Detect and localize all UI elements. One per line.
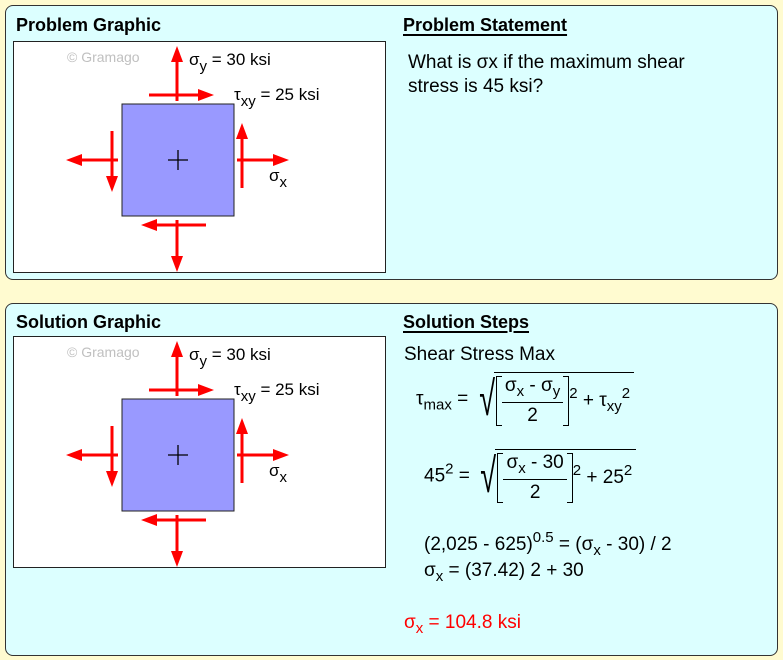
- shear-arrow-right-head: [236, 123, 248, 139]
- eq2-lhs: 45: [424, 465, 446, 487]
- answer: σx = 104.8 ksi: [404, 612, 521, 637]
- sigma-x-arrow-right-head: [273, 154, 289, 166]
- watermark: © Gramago: [67, 49, 140, 65]
- problem-graphic-title: Problem Graphic: [16, 15, 162, 35]
- sigma-y-arrow-top-head: [171, 341, 183, 357]
- eq2-lhs-exp: 2: [445, 460, 454, 478]
- tau-symbol: τ: [416, 388, 424, 410]
- sigma-y-label: σy = 30 ksi: [189, 50, 271, 75]
- sigma-x-arrow-left-head: [66, 449, 82, 461]
- solution-steps-title: Solution Steps: [403, 312, 529, 332]
- problem-statement-text: What is σx if the maximum shear stress i…: [408, 52, 685, 97]
- solution-subtitle: Shear Stress Max: [404, 344, 555, 365]
- sigma-x-label: σx: [269, 166, 288, 191]
- problem-graphic: © Gramago σy = 30 ksi τxy = 25 ksi σx: [13, 41, 386, 273]
- shear-arrow-top-head: [198, 384, 214, 396]
- sigma-y-label: σy = 30 ksi: [189, 345, 271, 370]
- sigma-x-arrow-right-head: [273, 449, 289, 461]
- shear-arrow-left-head: [106, 176, 118, 192]
- sigma-y-arrow-bottom-head: [171, 551, 183, 567]
- sqrt-symbol: √: [478, 373, 495, 426]
- tau-xy-label: τxy = 25 ksi: [234, 380, 320, 405]
- watermark: © Gramago: [67, 344, 140, 360]
- max-subscript: max: [423, 396, 452, 414]
- solution-graphic: © Gramago σy = 30 ksi τxy = 25 ksi σx: [13, 336, 386, 568]
- sqrt-symbol: √: [480, 450, 497, 503]
- sigma-y-arrow-bottom-head: [171, 256, 183, 272]
- shear-arrow-bottom-head: [141, 219, 157, 231]
- shear-arrow-left-head: [106, 471, 118, 487]
- tau-xy-label: τxy = 25 ksi: [234, 85, 320, 110]
- solution-panel: Solution Graphic Solution Steps © Gramag…: [5, 303, 778, 656]
- sigma-y-arrow-top-head: [171, 46, 183, 62]
- problem-statement-title: Problem Statement: [403, 15, 568, 35]
- sigma-x-label: σx: [269, 461, 288, 486]
- equation-step4: σx = (37.42) 2 + 30: [424, 560, 584, 585]
- solution-graphic-title: Solution Graphic: [16, 312, 162, 332]
- shear-arrow-right-head: [236, 418, 248, 434]
- shear-arrow-bottom-head: [141, 514, 157, 526]
- equation-step3: (2,025 - 625)0.5 = (σx - 30) / 2: [424, 529, 672, 559]
- shear-arrow-top-head: [198, 89, 214, 101]
- sigma-x-arrow-left-head: [66, 154, 82, 166]
- problem-panel: Problem Graphic Problem Statement © Gram…: [5, 5, 778, 280]
